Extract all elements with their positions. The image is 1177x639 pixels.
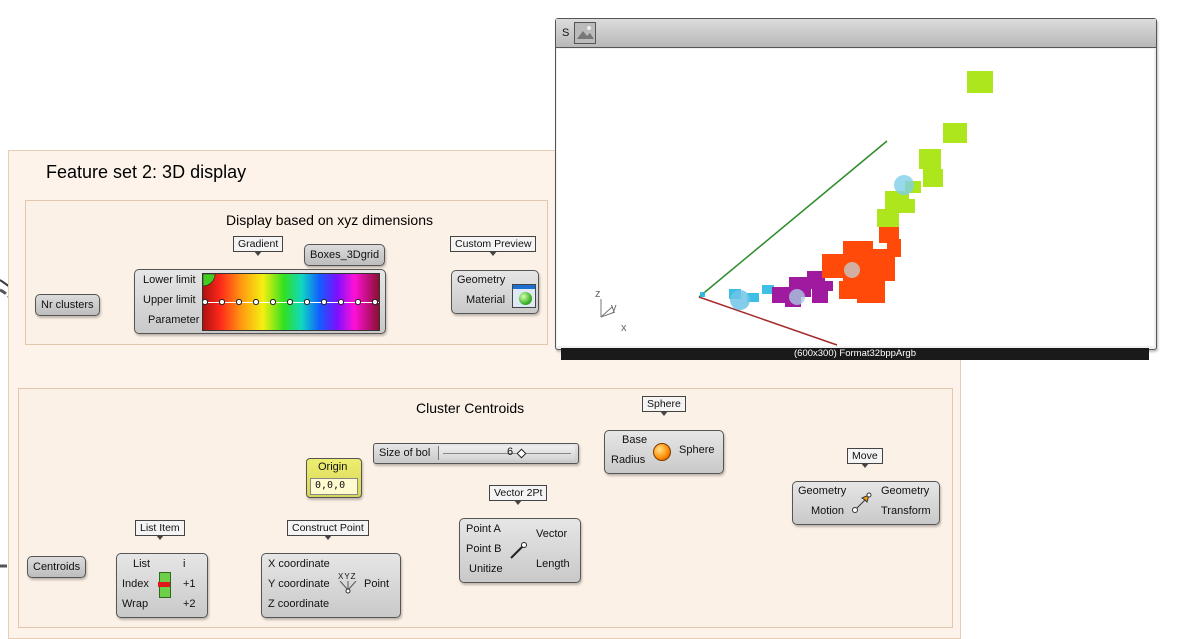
vector-point-a-input[interactable]: Point A bbox=[466, 523, 501, 535]
gradient-parameter[interactable]: Parameter bbox=[148, 314, 200, 326]
vector-point-b-input[interactable]: Point B bbox=[466, 543, 502, 555]
sphere-component[interactable]: Base Radius Sphere bbox=[604, 430, 724, 474]
sphere-radius-input[interactable]: Radius bbox=[611, 454, 646, 466]
list-item-tag: List Item bbox=[135, 520, 185, 540]
boxes-3dgrid-param[interactable]: Boxes_3Dgrid bbox=[304, 244, 386, 266]
list-item-icon bbox=[158, 572, 171, 598]
move-geometry-output[interactable]: Geometry bbox=[881, 485, 930, 497]
preview-material-input[interactable]: Material bbox=[466, 294, 506, 306]
viewer-footer-text: (600x300) Format32bppArgb bbox=[794, 348, 916, 359]
axis-x-label: x bbox=[621, 322, 627, 334]
construct-z-input[interactable]: Z coordinate bbox=[268, 598, 330, 610]
move-tag: Move bbox=[847, 448, 883, 468]
axis-gizmo bbox=[600, 299, 616, 318]
viewer-s-label: S bbox=[562, 27, 570, 39]
gradient-component[interactable]: Lower limit Upper limit Parameter bbox=[134, 269, 386, 334]
construct-point-component[interactable]: X coordinate Y coordinate Z coordinate X… bbox=[261, 553, 401, 618]
feature-set-title: Feature set 2: 3D display bbox=[46, 162, 247, 182]
construct-xyz-icon: XYZ bbox=[338, 572, 357, 581]
sphere-base-input[interactable]: Base bbox=[622, 434, 648, 446]
nr-clusters-param[interactable]: Nr clusters bbox=[35, 294, 100, 316]
custom-preview-tag: Custom Preview bbox=[450, 236, 537, 256]
slider-grip[interactable] bbox=[516, 448, 527, 459]
vector-length-output[interactable]: Length bbox=[536, 558, 570, 570]
centroid-cyan bbox=[730, 290, 750, 310]
slider-track-area[interactable]: 6 bbox=[438, 446, 575, 460]
list-item-out-plus1[interactable]: +1 bbox=[183, 578, 196, 590]
origin-value: 0,0,0 bbox=[315, 480, 346, 491]
size-slider[interactable]: Size of bol 6 bbox=[373, 443, 579, 464]
viewer-canvas[interactable]: z y x bbox=[557, 49, 1154, 346]
cluster-orange-boxes bbox=[822, 227, 901, 303]
cluster-lime-boxes bbox=[877, 71, 993, 227]
viewer-scene bbox=[600, 71, 993, 346]
move-component[interactable]: Geometry Motion Geometry Transform bbox=[792, 481, 940, 525]
move-motion-input[interactable]: Motion bbox=[811, 505, 845, 517]
sphere-tag: Sphere bbox=[642, 396, 686, 416]
construct-x-input[interactable]: X coordinate bbox=[268, 558, 330, 570]
centroid-lime bbox=[894, 175, 914, 195]
origin-value-box[interactable]: 0,0,0 bbox=[310, 478, 358, 495]
construct-point-icon bbox=[339, 581, 357, 594]
list-item-component[interactable]: List Index Wrap i +1 +2 bbox=[116, 553, 208, 618]
slider-value: 6 bbox=[507, 446, 514, 458]
gradient-upper-limit[interactable]: Upper limit bbox=[143, 294, 196, 306]
preview-geometry-input[interactable]: Geometry bbox=[457, 274, 506, 286]
display-group-title: Display based on xyz dimensions bbox=[226, 212, 433, 228]
construct-point-output[interactable]: Point bbox=[364, 578, 390, 590]
list-item-out-i[interactable]: i bbox=[183, 558, 186, 570]
image-viewer-panel[interactable]: S bbox=[555, 18, 1157, 350]
vector-vector-output[interactable]: Vector bbox=[536, 528, 568, 540]
slider-label: Size of bol bbox=[379, 447, 431, 459]
centroids-group-title: Cluster Centroids bbox=[416, 400, 525, 416]
origin-title: Origin bbox=[318, 461, 348, 473]
move-geometry-input[interactable]: Geometry bbox=[798, 485, 847, 497]
custom-preview-component[interactable]: Geometry Material bbox=[451, 270, 539, 314]
list-item-index-input[interactable]: Index bbox=[122, 578, 149, 590]
list-item-wrap-input[interactable]: Wrap bbox=[122, 598, 149, 610]
gradient-lower-limit[interactable]: Lower limit bbox=[143, 274, 196, 286]
viewer-header[interactable]: S bbox=[556, 19, 1156, 48]
vector-unitize-input[interactable]: Unitize bbox=[469, 563, 503, 575]
preview-icon bbox=[512, 284, 536, 308]
gradient-tag: Gradient bbox=[233, 236, 284, 256]
list-item-out-plus2[interactable]: +2 bbox=[183, 598, 196, 610]
move-arrow-icon bbox=[852, 492, 872, 513]
viewer-image-icon bbox=[574, 22, 596, 44]
list-item-list-input[interactable]: List bbox=[133, 558, 151, 570]
viewer-footer: (600x300) Format32bppArgb bbox=[561, 348, 1149, 360]
vector2pt-component[interactable]: Point A Point B Unitize Vector Length bbox=[459, 518, 581, 583]
origin-param[interactable]: Origin 0,0,0 bbox=[306, 458, 362, 498]
construct-y-input[interactable]: Y coordinate bbox=[268, 578, 330, 590]
centroid-magenta bbox=[789, 289, 805, 305]
gradient-rainbow-swatch[interactable] bbox=[202, 273, 380, 331]
gradient-grip-points[interactable] bbox=[203, 274, 379, 330]
sphere-output[interactable]: Sphere bbox=[679, 444, 715, 456]
vector-icon bbox=[510, 542, 527, 559]
construct-point-tag: Construct Point bbox=[287, 520, 369, 540]
sphere-icon bbox=[653, 443, 671, 461]
axis-y-label: y bbox=[611, 302, 617, 314]
centroids-param[interactable]: Centroids bbox=[27, 556, 87, 578]
move-transform-output[interactable]: Transform bbox=[881, 505, 931, 517]
vector2pt-tag: Vector 2Pt bbox=[489, 485, 548, 505]
centroid-orange bbox=[844, 262, 860, 278]
axis-z-label: z bbox=[595, 288, 601, 300]
